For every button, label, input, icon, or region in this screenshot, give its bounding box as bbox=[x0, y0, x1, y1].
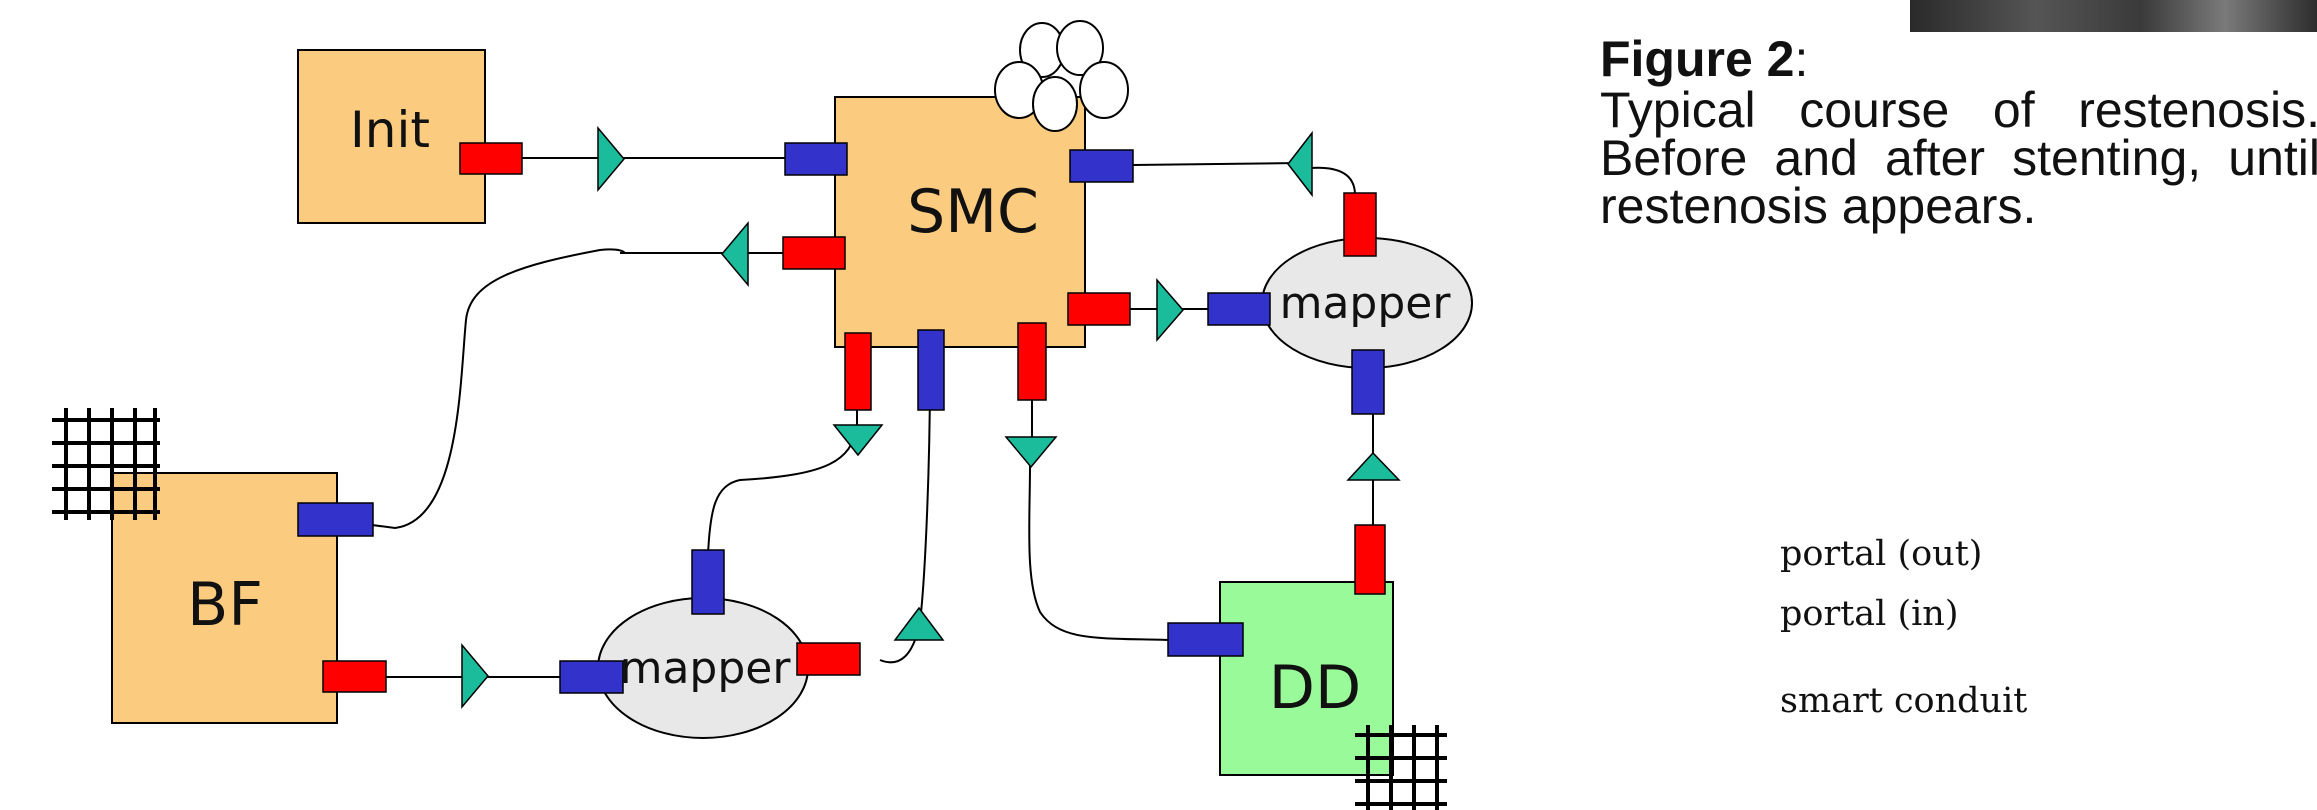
smc-label: SMC bbox=[907, 177, 1039, 247]
smart-conduits bbox=[461, 125, 1401, 710]
legend-smart-conduit-label: smart conduit bbox=[1780, 681, 2027, 721]
portal-in bbox=[691, 549, 725, 615]
init-submodel: Init bbox=[297, 49, 486, 224]
grid-icon-bf bbox=[52, 408, 160, 520]
smart-conduit-icon bbox=[832, 424, 884, 457]
portal-out bbox=[1067, 292, 1131, 326]
grid-icon-dd bbox=[1355, 725, 1447, 810]
portal-in bbox=[1069, 149, 1134, 183]
portal-in bbox=[784, 142, 848, 176]
smart-conduit-icon bbox=[461, 642, 489, 710]
portal-out bbox=[1343, 192, 1377, 257]
in-portals bbox=[297, 142, 1385, 694]
coupling-diagram: Init SMC BF DD bbox=[52, 20, 1473, 810]
portal-out bbox=[1017, 322, 1047, 401]
dd-submodel: DD bbox=[1219, 581, 1394, 776]
caption-heading: Figure 2: bbox=[1600, 32, 2317, 86]
smart-conduit-icon bbox=[1156, 277, 1184, 343]
out-portals bbox=[322, 142, 1386, 693]
dd-label: DD bbox=[1269, 653, 1361, 723]
init-label: Init bbox=[350, 101, 430, 159]
caption-label: Figure 2 bbox=[1600, 31, 1795, 87]
portal-in bbox=[1351, 349, 1385, 415]
portal-in bbox=[917, 329, 945, 411]
smart-conduit-icon bbox=[721, 220, 749, 288]
portal-out bbox=[459, 142, 523, 175]
legend-text-layer: portal (out) portal (in) smart conduit bbox=[1780, 534, 2027, 721]
figure-caption: Figure 2: Typical course of restenosis. … bbox=[1600, 32, 2317, 234]
mapper-right-label: mapper bbox=[1280, 278, 1452, 329]
caption-suffix: : bbox=[1794, 31, 1809, 87]
portal-in bbox=[1207, 292, 1271, 326]
portal-out bbox=[322, 660, 387, 693]
smc-submodel: SMC bbox=[834, 96, 1086, 348]
mapper-bottom-label: mapper bbox=[620, 643, 792, 694]
photo-fragment bbox=[1910, 0, 2317, 32]
smart-conduit-icon bbox=[1004, 436, 1058, 469]
legend-portal-in-label: portal (in) bbox=[1780, 594, 1959, 634]
portal-out bbox=[796, 642, 861, 676]
bf-label: BF bbox=[187, 570, 263, 640]
mapper-right: mapper bbox=[1261, 237, 1473, 369]
smart-conduit-icon bbox=[893, 606, 945, 641]
mapper-bottom: mapper bbox=[597, 597, 809, 739]
portal-out bbox=[844, 332, 872, 411]
portal-in bbox=[1167, 622, 1244, 657]
agents-cluster-icon bbox=[994, 20, 1129, 132]
portal-in bbox=[297, 502, 374, 537]
smart-conduit-icon bbox=[597, 125, 625, 193]
smart-conduit-icon bbox=[1346, 451, 1401, 481]
legend-portal-out-label: portal (out) bbox=[1780, 534, 1982, 574]
caption-text: Typical course of restenosis. Before and… bbox=[1600, 82, 2317, 234]
portal-in bbox=[559, 660, 624, 694]
portal-out bbox=[782, 236, 846, 270]
smart-conduit-icon bbox=[1287, 130, 1313, 198]
portal-out bbox=[1354, 524, 1386, 595]
